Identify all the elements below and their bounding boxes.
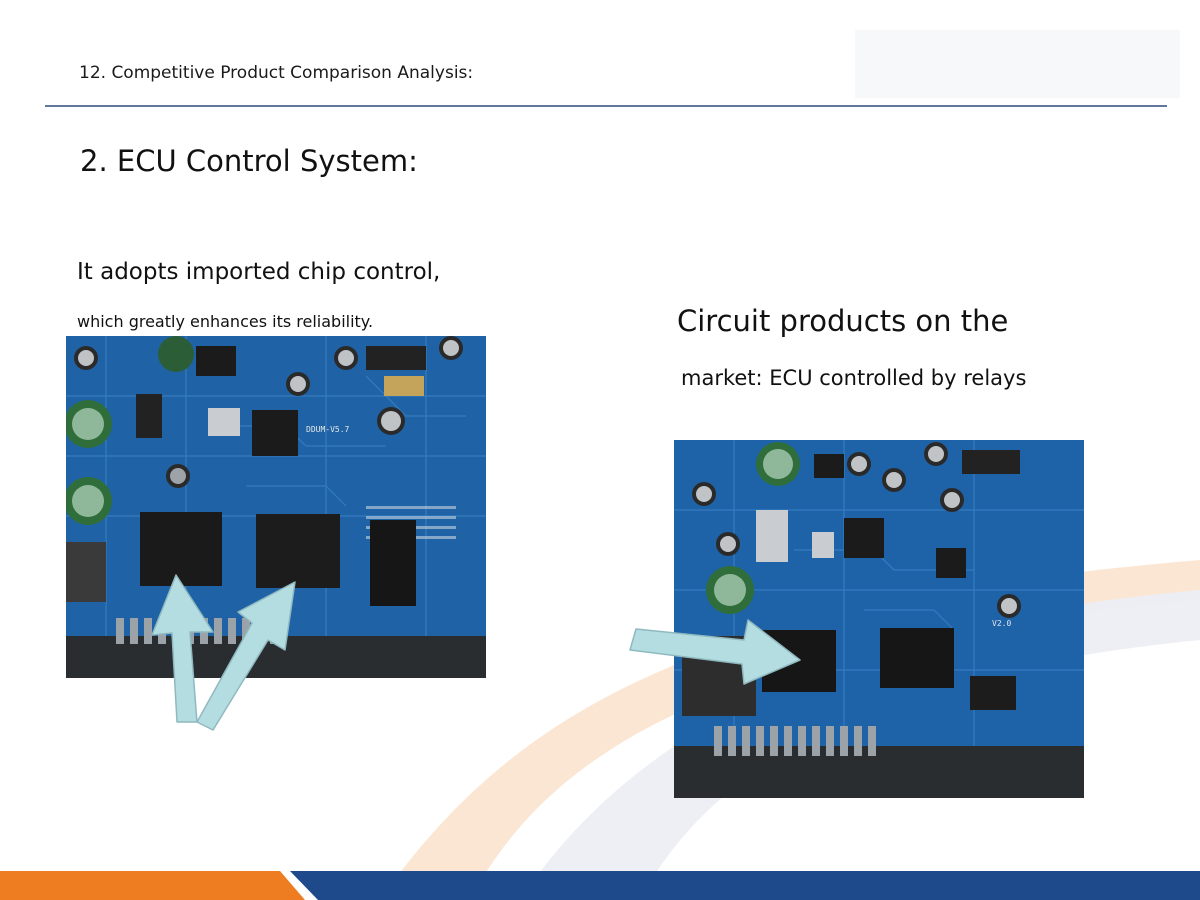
header-divider [45,105,1167,107]
left-caption-line2: which greatly enhances its reliability. [77,312,374,331]
pcb-photo-relay-ecu: V2.0 [674,440,1084,798]
section-title: 2. ECU Control System: [80,144,418,178]
svg-text:V2.0: V2.0 [992,619,1011,628]
right-caption-line2: market: ECU controlled by relays [681,366,1027,390]
header-placeholder-box [855,30,1180,98]
right-caption-line1: Circuit products on the [677,304,1009,338]
left-caption-line1: It adopts imported chip control, [77,259,441,285]
footer-bar [0,871,1200,900]
svg-text:DDUM-V5.7: DDUM-V5.7 [306,425,350,434]
pcb-photo-imported-chip: DDUM-V5.7 [66,336,486,678]
header-title: 12. Competitive Product Comparison Analy… [79,63,474,83]
